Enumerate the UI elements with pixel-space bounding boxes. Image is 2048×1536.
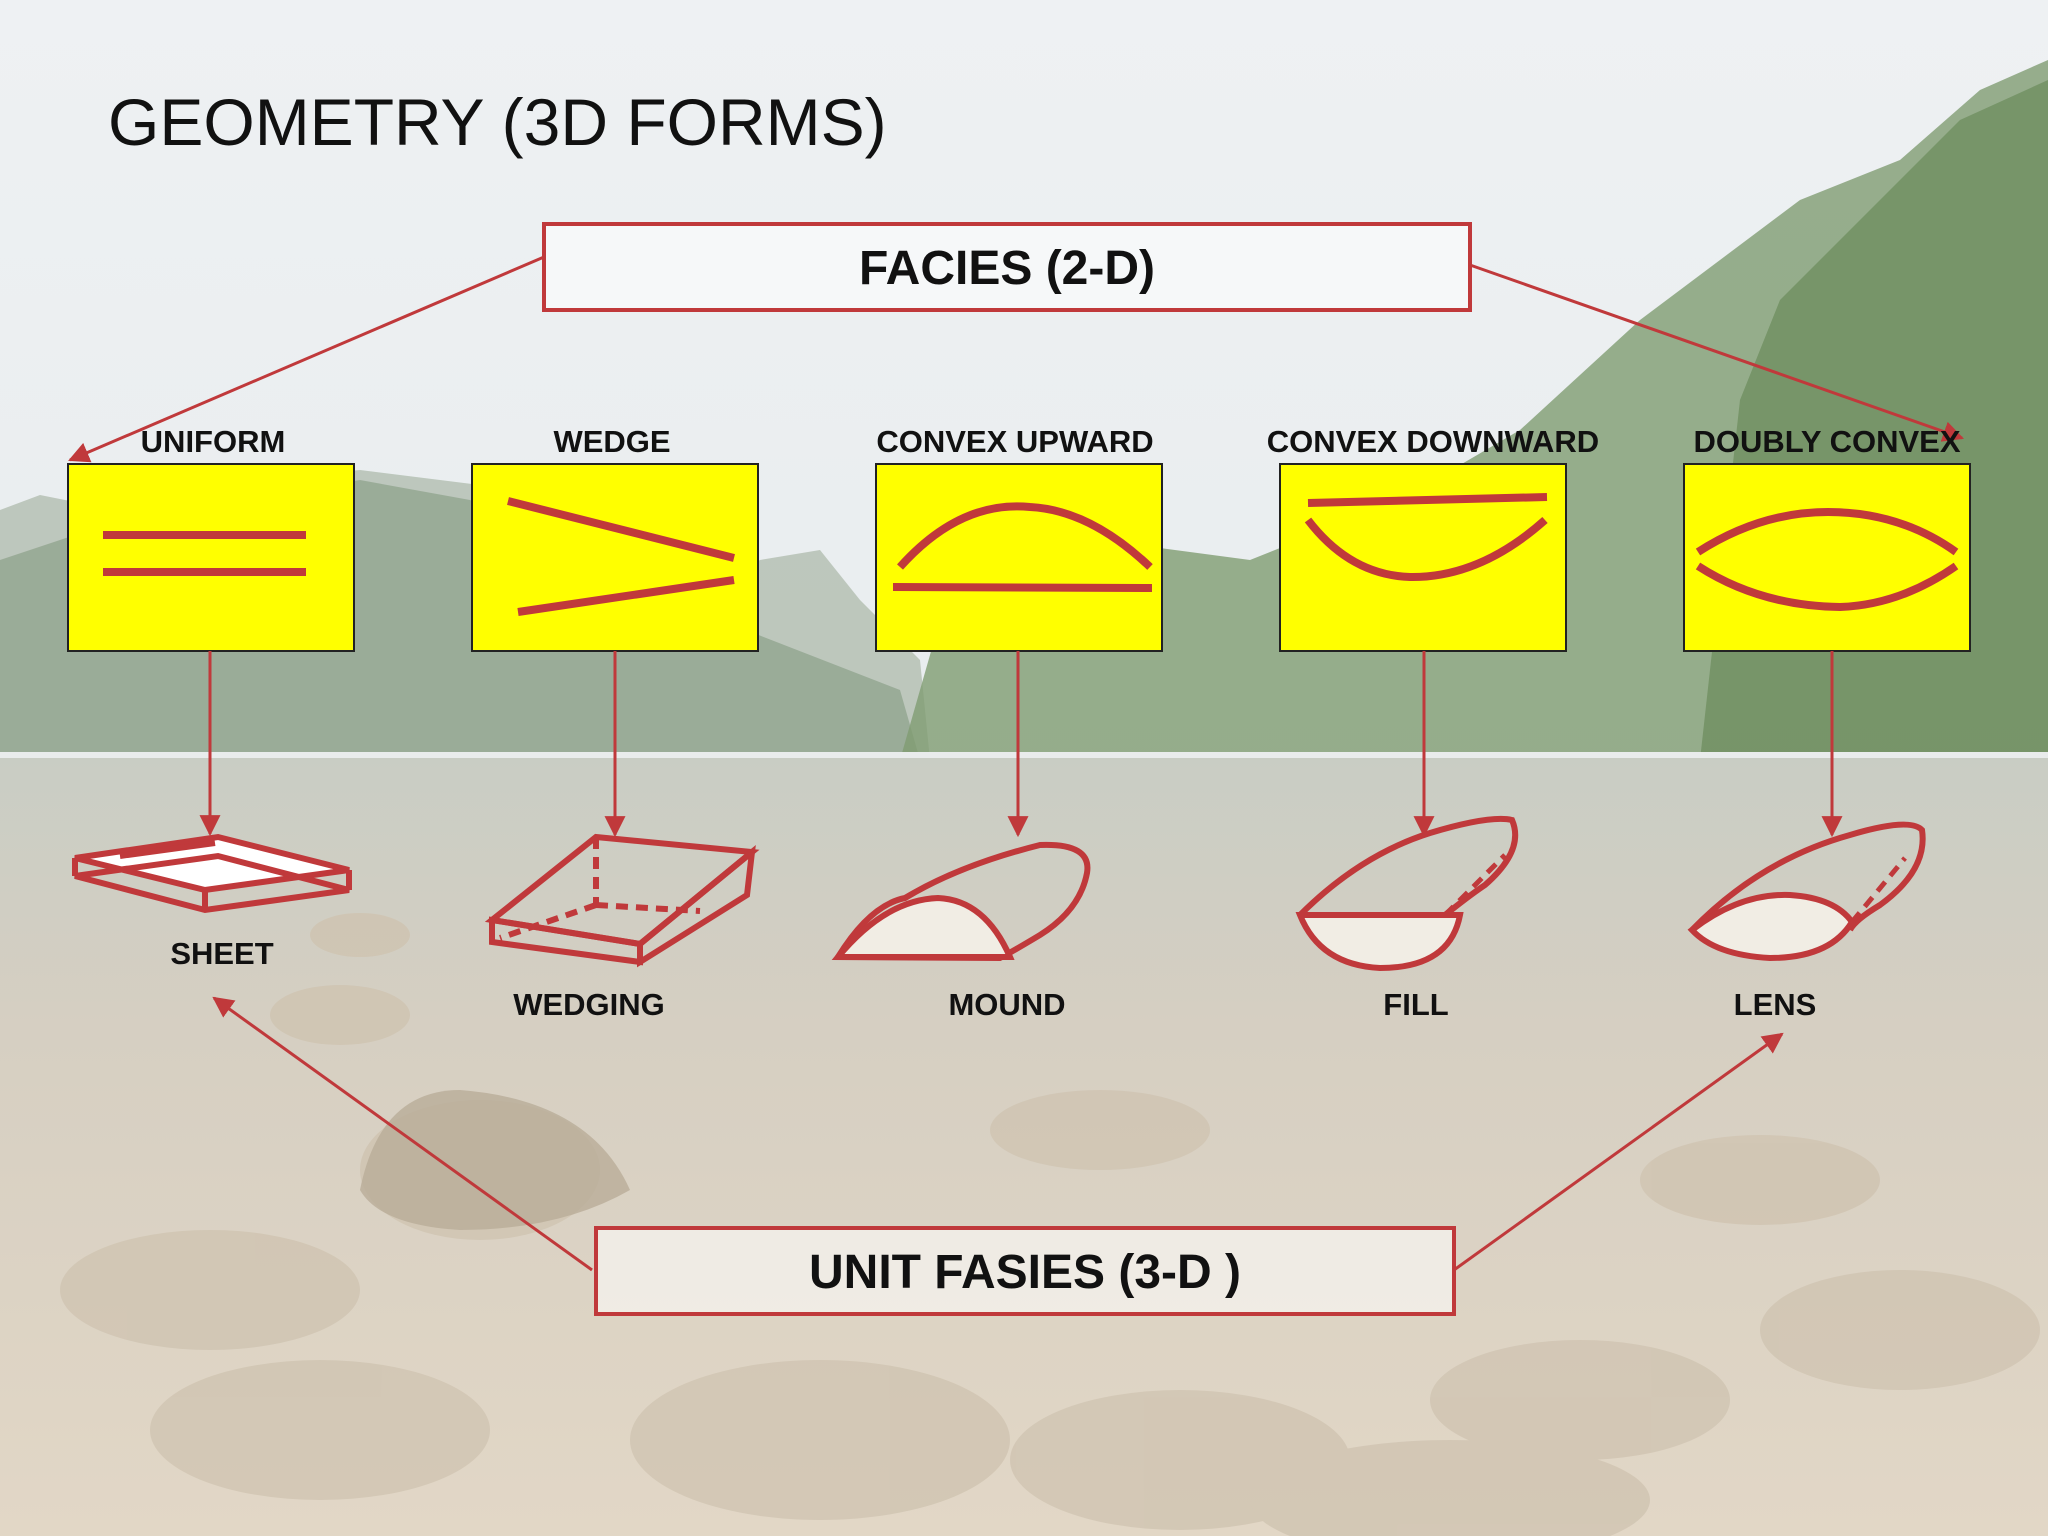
fill-3d-icon — [1295, 815, 1519, 972]
slide-title: GEOMETRY (3D FORMS) — [108, 85, 887, 159]
doubly-convex-icon — [1683, 463, 1971, 652]
sheet-3d-icon — [72, 833, 352, 914]
label-fill: FILL — [1383, 987, 1448, 1022]
header-uniform: UNIFORM — [141, 424, 286, 459]
arrow-top-right — [1469, 263, 1964, 442]
arrow-bottom-left — [212, 996, 593, 1272]
unit-facies-3d-box: UNIT FASIES (3-D ) — [594, 1226, 1456, 1316]
label-sheet: SHEET — [170, 936, 273, 971]
header-doubly-convex: DOUBLY CONVEX — [1693, 424, 1960, 459]
unit-facies-3d-label: UNIT FASIES (3-D ) — [809, 1246, 1241, 1299]
wedge-lines-icon — [471, 463, 759, 652]
arrow-bottom-right — [1453, 1032, 1784, 1272]
arrow-top-left — [68, 255, 545, 463]
parallel-lines-icon — [67, 463, 355, 652]
label-mound: MOUND — [948, 987, 1065, 1022]
header-wedge: WEDGE — [553, 424, 670, 459]
label-wedging: WEDGING — [513, 987, 665, 1022]
label-lens: LENS — [1734, 987, 1817, 1022]
lens-3d-icon — [1687, 821, 1926, 962]
convex-downward-icon — [1279, 463, 1567, 652]
header-convex-upward: CONVEX UPWARD — [876, 424, 1153, 459]
wedging-3d-icon — [484, 833, 760, 968]
facies-2d-box: FACIES (2-D) — [542, 222, 1472, 312]
convex-upward-icon — [875, 463, 1163, 652]
mound-3d-icon — [831, 841, 1091, 962]
facies-2d-label: FACIES (2-D) — [859, 242, 1155, 295]
header-convex-downward: CONVEX DOWNWARD — [1267, 424, 1599, 459]
